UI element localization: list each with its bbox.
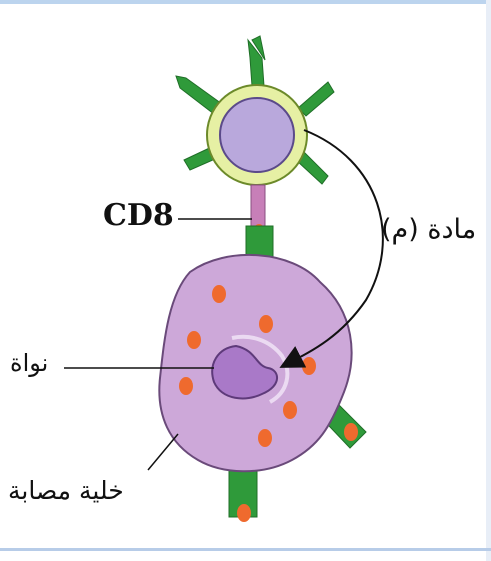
bottom-border bbox=[0, 548, 491, 551]
nucleus-label: نواة bbox=[10, 349, 49, 377]
cell-leader-line bbox=[147, 433, 179, 471]
right-border bbox=[486, 0, 491, 561]
substance-label: مادة (م) bbox=[381, 214, 477, 245]
cd8-label: CD8 bbox=[103, 198, 174, 233]
infected-cell-label: خلية مصابة bbox=[8, 476, 124, 505]
top-border bbox=[0, 0, 491, 4]
t-cell bbox=[206, 84, 308, 186]
cd8-stalk bbox=[250, 184, 266, 231]
substance-arrow bbox=[279, 129, 384, 368]
